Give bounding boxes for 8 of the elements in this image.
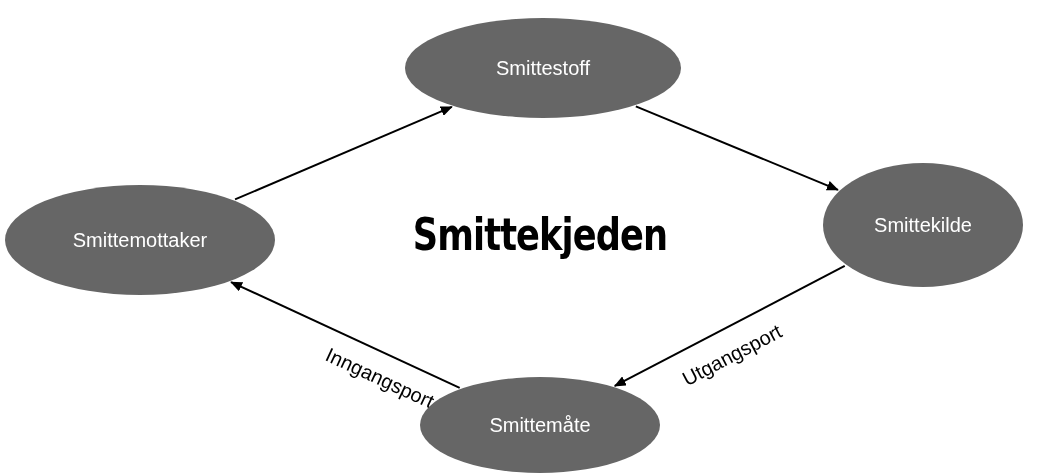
arrow	[634, 105, 839, 191]
arrow	[230, 281, 461, 389]
arrow	[234, 105, 453, 201]
title: Smittekjeden	[412, 208, 668, 262]
ellipse-node: Smittemottaker	[5, 185, 275, 295]
arrow	[613, 264, 846, 387]
ellipse-node: Smittestoff	[405, 18, 681, 118]
ellipse-node: Smittekilde	[823, 163, 1023, 287]
